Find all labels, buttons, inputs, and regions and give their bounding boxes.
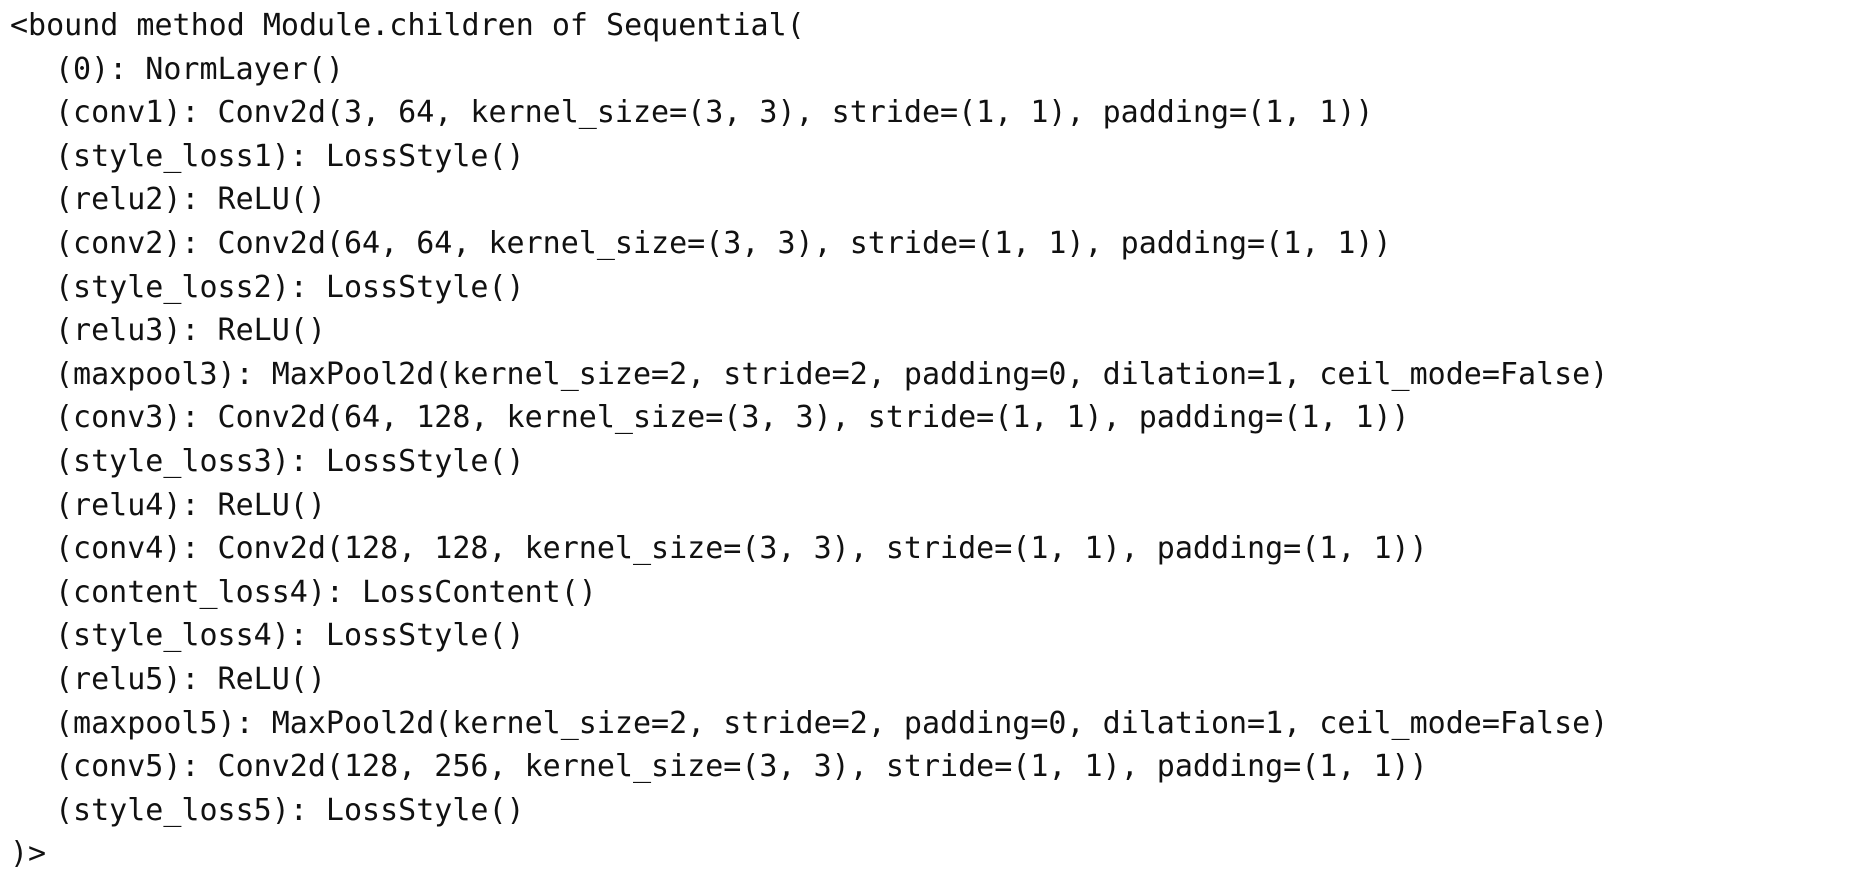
layer-line-maxpool3: (maxpool3): MaxPool2d(kernel_size=2, str… — [55, 356, 1609, 392]
layer-line-conv1: (conv1): Conv2d(3, 64, kernel_size=(3, 3… — [55, 95, 1374, 131]
layer-line-style-loss1: (style_loss1): LossStyle() — [55, 138, 525, 174]
layer-line-conv3: (conv3): Conv2d(64, 128, kernel_size=(3,… — [55, 400, 1410, 436]
layer-line-style-loss4: (style_loss4): LossStyle() — [55, 618, 525, 654]
layer-line-relu4: (relu4): ReLU() — [55, 487, 326, 523]
layer-line-relu5: (relu5): ReLU() — [55, 661, 326, 697]
layer-line-conv5: (conv5): Conv2d(128, 256, kernel_size=(3… — [55, 749, 1428, 785]
layer-line-maxpool5: (maxpool5): MaxPool2d(kernel_size=2, str… — [55, 705, 1609, 741]
layer-line-norm: (0): NormLayer() — [55, 51, 344, 87]
model-printout: <bound method Module.children of Sequent… — [10, 4, 1870, 876]
layer-line-relu3: (relu3): ReLU() — [55, 313, 326, 349]
layer-line-style-loss2: (style_loss2): LossStyle() — [55, 269, 525, 305]
layer-line-relu2: (relu2): ReLU() — [55, 182, 326, 218]
output-footer-line: )> — [10, 836, 47, 872]
layer-line-conv2: (conv2): Conv2d(64, 64, kernel_size=(3, … — [55, 225, 1392, 261]
layer-line-conv4: (conv4): Conv2d(128, 128, kernel_size=(3… — [55, 531, 1428, 567]
layer-line-style-loss5: (style_loss5): LossStyle() — [55, 792, 525, 828]
output-header-line: <bound method Module.children of Sequent… — [10, 8, 805, 43]
layer-line-content-loss4: (content_loss4): LossContent() — [55, 574, 597, 610]
layer-line-style-loss3: (style_loss3): LossStyle() — [55, 443, 525, 479]
